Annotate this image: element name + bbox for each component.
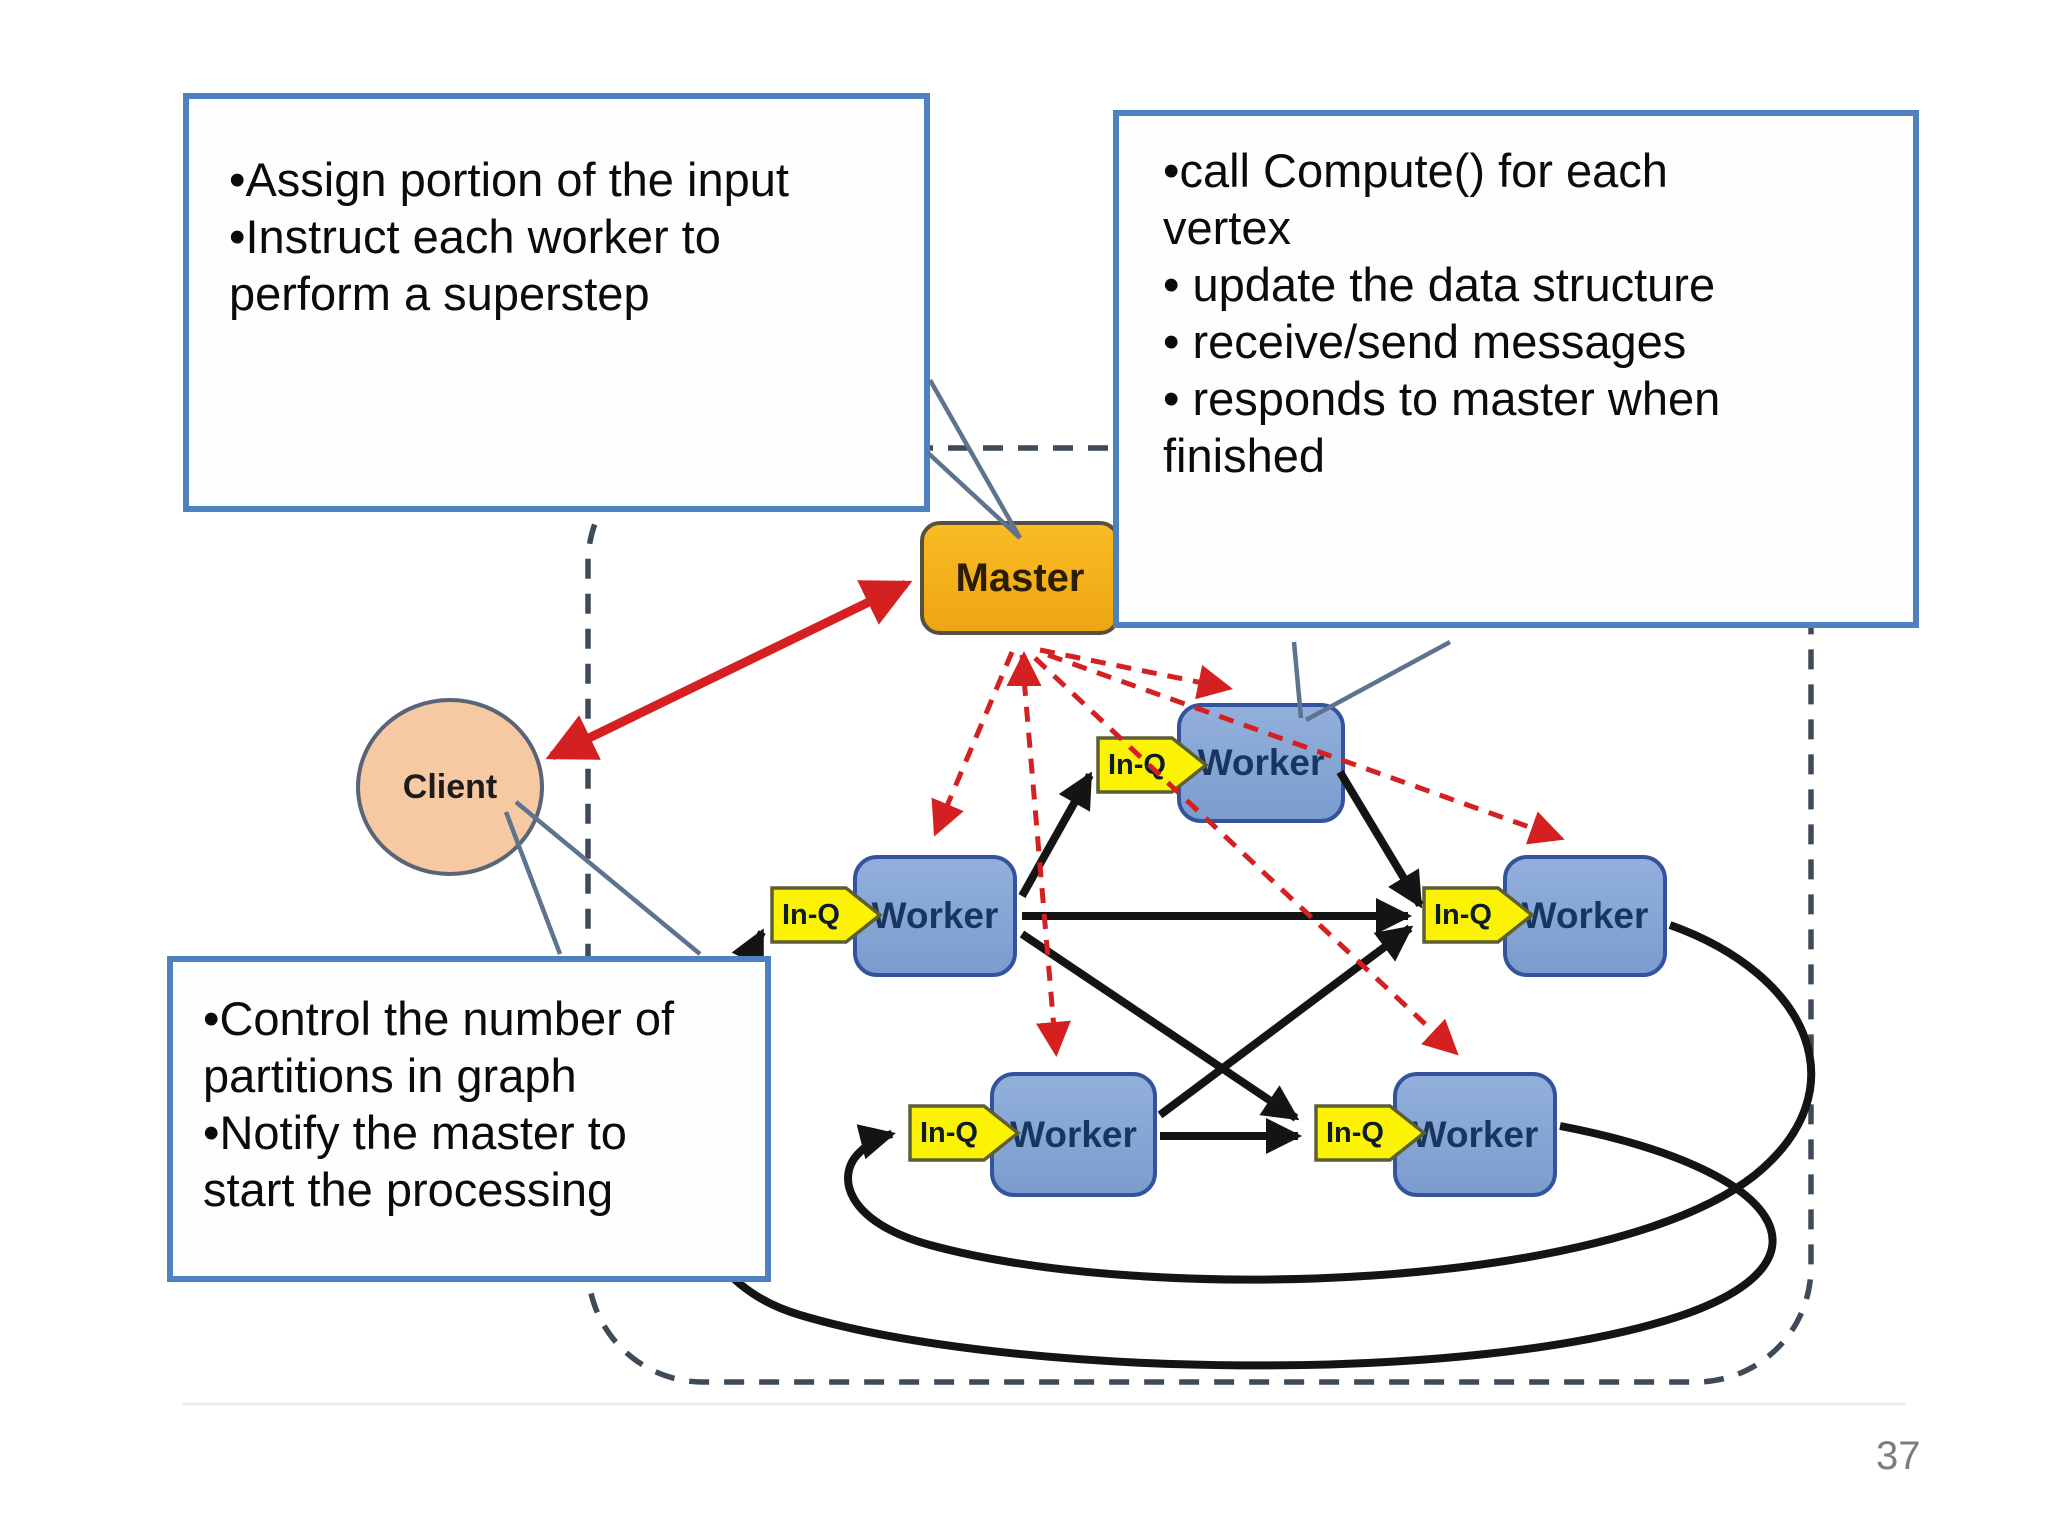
worker-label: Worker bbox=[871, 895, 999, 936]
worker-label: Worker bbox=[1411, 1113, 1539, 1155]
inqueue-label: In-Q bbox=[1326, 1117, 1384, 1149]
worker-label: Worker bbox=[1521, 895, 1649, 936]
master-label: Master bbox=[955, 555, 1085, 600]
inqueue-label: In-Q bbox=[1434, 899, 1492, 931]
callout-client-responsibilities: •Control the number of partitions in gra… bbox=[167, 956, 771, 1282]
edge-bl-to-mr-inq bbox=[1157, 924, 1414, 1119]
loop-edge-br-to-ml-inq bbox=[685, 928, 1777, 1370]
inqueue-label: In-Q bbox=[1108, 749, 1166, 781]
inqueue-tag-top: In-Q bbox=[1096, 736, 1209, 794]
master-to-top-dashed-arrow bbox=[1039, 647, 1233, 700]
worker-label: Worker bbox=[1010, 1113, 1137, 1155]
client-master-double-arrow bbox=[545, 579, 913, 761]
callout-master-responsibilities: •Assign portion of the input •Instruct e… bbox=[183, 93, 930, 512]
inqueue-tag-bottom-left: In-Q bbox=[908, 1104, 1021, 1162]
pointer-masterbox-to-master bbox=[925, 378, 1022, 540]
inqueue-label: In-Q bbox=[920, 1117, 978, 1149]
callout-worker-responsibilities: •call Compute() for each vertex • update… bbox=[1113, 110, 1919, 628]
edge-ml-to-top-inq bbox=[1018, 771, 1094, 898]
edge-top-to-mr-inq bbox=[1336, 769, 1424, 909]
page-number: 37 bbox=[1876, 1434, 1921, 1478]
master-to-bl-dashed-arrow bbox=[1019, 654, 1071, 1057]
master-node: Master bbox=[920, 521, 1120, 635]
client-node: Client bbox=[356, 698, 544, 876]
master-to-ml-dashed-arrow bbox=[931, 651, 1015, 837]
inqueue-label: In-Q bbox=[782, 899, 840, 931]
inqueue-tag-middle-right: In-Q bbox=[1422, 886, 1535, 944]
worker-label: Worker bbox=[1197, 742, 1325, 783]
inqueue-tag-bottom-right: In-Q bbox=[1314, 1104, 1427, 1162]
client-label: Client bbox=[402, 767, 498, 806]
inqueue-tag-middle-left: In-Q bbox=[770, 886, 883, 944]
